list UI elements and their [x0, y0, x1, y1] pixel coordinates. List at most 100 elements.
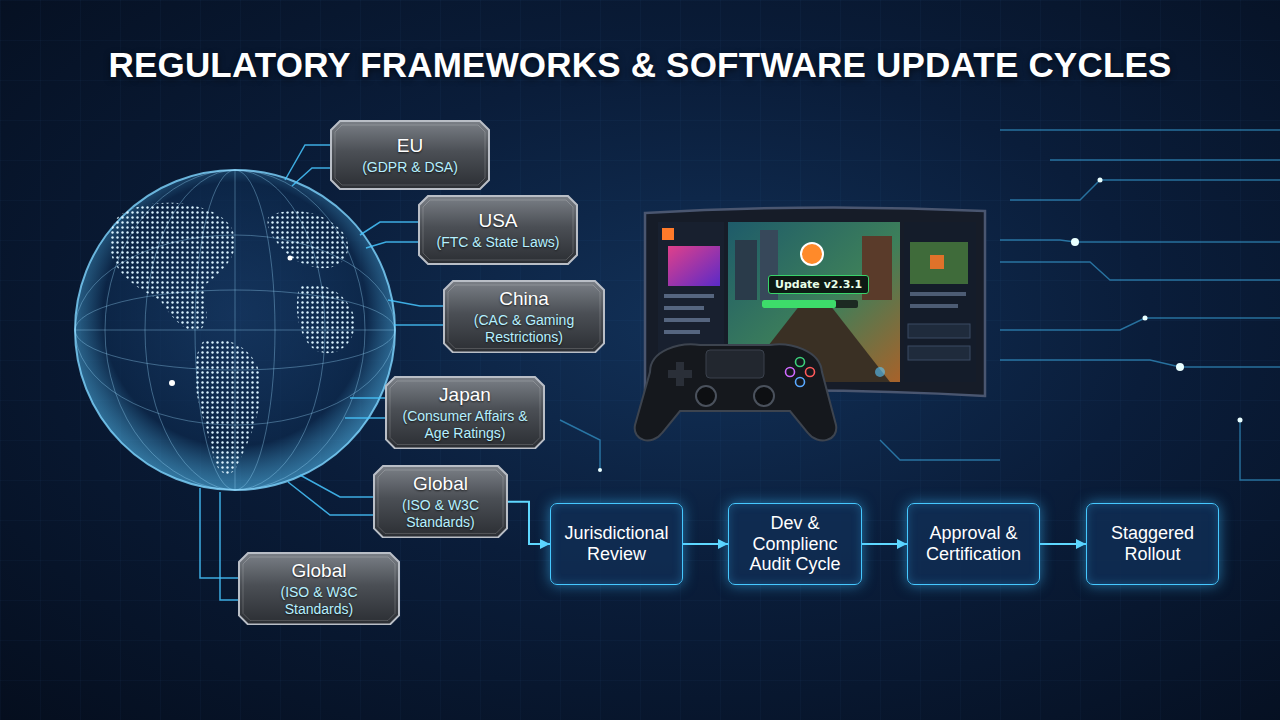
region-name: EU — [397, 135, 423, 157]
globe-link-lines — [388, 300, 443, 306]
circuit-traces — [1240, 420, 1280, 480]
circuit-traces — [1000, 318, 1280, 330]
jurisdiction-box: Japan(Consumer Affairs & Age Ratings) — [385, 376, 545, 449]
jurisdiction-box: USA (FTC & State Laws) — [418, 195, 578, 265]
game-monitor — [910, 292, 966, 296]
jurisdiction-box: Global(ISO & W3C Standards) — [238, 552, 400, 625]
process-label: Dev & Complienc Audit Cycle — [737, 513, 853, 575]
game-monitor — [664, 330, 700, 334]
process-box: Jurisdictional Review — [550, 503, 683, 585]
law-list: (Consumer Affairs & Age Ratings) — [397, 408, 533, 442]
globe — [75, 170, 395, 490]
law-list: (FTC & State Laws) — [437, 234, 560, 251]
glow-dots — [1071, 238, 1079, 246]
game-monitor — [662, 228, 674, 240]
glow-dots — [1238, 418, 1243, 423]
circuit-traces — [1010, 180, 1280, 200]
bevel-inner — [390, 381, 540, 444]
region-name: Japan — [439, 384, 491, 406]
globe-link-lines — [345, 417, 385, 419]
globe — [268, 211, 349, 268]
game-controller — [786, 368, 795, 377]
game-controller — [668, 362, 692, 386]
diagram-title: REGULATORY FRAMEWORKS & SOFTWARE UPDATE … — [0, 44, 1280, 86]
process-label: Staggered Rollout — [1095, 523, 1210, 564]
globe — [75, 170, 395, 490]
game-monitor — [762, 300, 858, 308]
law-list: (GDPR & DSA) — [362, 159, 458, 176]
process-label: Jurisdictional Review — [559, 523, 674, 564]
bevel-inner — [448, 285, 600, 348]
globe-link-lines — [350, 397, 385, 399]
game-monitor — [908, 324, 970, 338]
bevel-fill — [331, 121, 489, 189]
process-box: Staggered Rollout — [1086, 503, 1219, 585]
flow-arrow — [508, 502, 550, 544]
globe-link-lines — [394, 324, 443, 326]
globe-link-lines — [288, 482, 373, 515]
game-monitor — [904, 222, 976, 382]
bevel-fill — [239, 553, 399, 624]
globe — [195, 339, 261, 474]
globe — [297, 284, 355, 353]
glow-dots — [1176, 363, 1184, 371]
glow-dots — [1098, 178, 1103, 183]
region-name: Global — [413, 473, 468, 495]
jurisdiction-box: China(CAC & Gaming Restrictions) — [443, 280, 605, 353]
glow-dots — [1143, 316, 1148, 321]
game-controller — [754, 386, 774, 406]
globe-link-lines — [200, 488, 238, 578]
circuit-traces — [1000, 262, 1280, 280]
region-name: USA — [478, 210, 517, 232]
jurisdiction-box: Global(ISO & W3C Standards) — [373, 465, 508, 538]
circuit-traces — [560, 130, 1280, 480]
jurisdiction-box: EU (GDPR & DSA) — [330, 120, 490, 190]
globe-link-lines — [360, 222, 418, 235]
game-monitor — [664, 306, 704, 310]
circuit-traces — [1000, 240, 1280, 242]
globe-link-lines — [220, 492, 238, 600]
game-monitor — [908, 346, 970, 360]
glow-dots — [598, 468, 602, 472]
game-monitor — [930, 255, 944, 269]
process-box: Dev & Complienc Audit Cycle — [728, 503, 862, 585]
globe-link-lines — [292, 168, 330, 186]
game-monitor — [668, 246, 720, 286]
globe — [75, 170, 395, 490]
game-controller — [635, 344, 837, 440]
flow-arrow — [683, 543, 728, 545]
globe-link-lines — [366, 242, 418, 248]
game-controller — [796, 378, 805, 387]
game-monitor — [664, 294, 714, 298]
circuit-traces — [1000, 360, 1280, 367]
game-monitor — [801, 243, 823, 265]
circuit-traces — [560, 420, 600, 470]
bevel-inner — [243, 557, 395, 620]
bevel-fill — [374, 466, 507, 537]
process-box: Approval & Certification — [907, 503, 1040, 585]
update-banner: Update v2.3.1 — [768, 275, 869, 294]
circuit-traces — [1050, 159, 1280, 160]
bevel-inner — [423, 200, 573, 260]
game-controller — [806, 368, 815, 377]
game-monitor — [910, 242, 968, 284]
circuit-traces — [880, 440, 1000, 460]
globe-link-lines — [300, 475, 373, 497]
game-monitor — [875, 367, 885, 377]
region-name: China — [499, 288, 549, 310]
flow-arrow — [862, 543, 907, 545]
flow-arrow — [1040, 543, 1086, 545]
globe — [169, 380, 175, 386]
game-controller — [796, 358, 805, 367]
law-list: (ISO & W3C Standards) — [385, 497, 496, 531]
bevel-inner — [378, 470, 503, 533]
globe-link-lines — [285, 145, 330, 180]
game-controller — [696, 386, 716, 406]
law-list: (CAC & Gaming Restrictions) — [455, 312, 593, 346]
game-monitor — [664, 318, 710, 322]
circuit-traces — [1000, 129, 1280, 130]
